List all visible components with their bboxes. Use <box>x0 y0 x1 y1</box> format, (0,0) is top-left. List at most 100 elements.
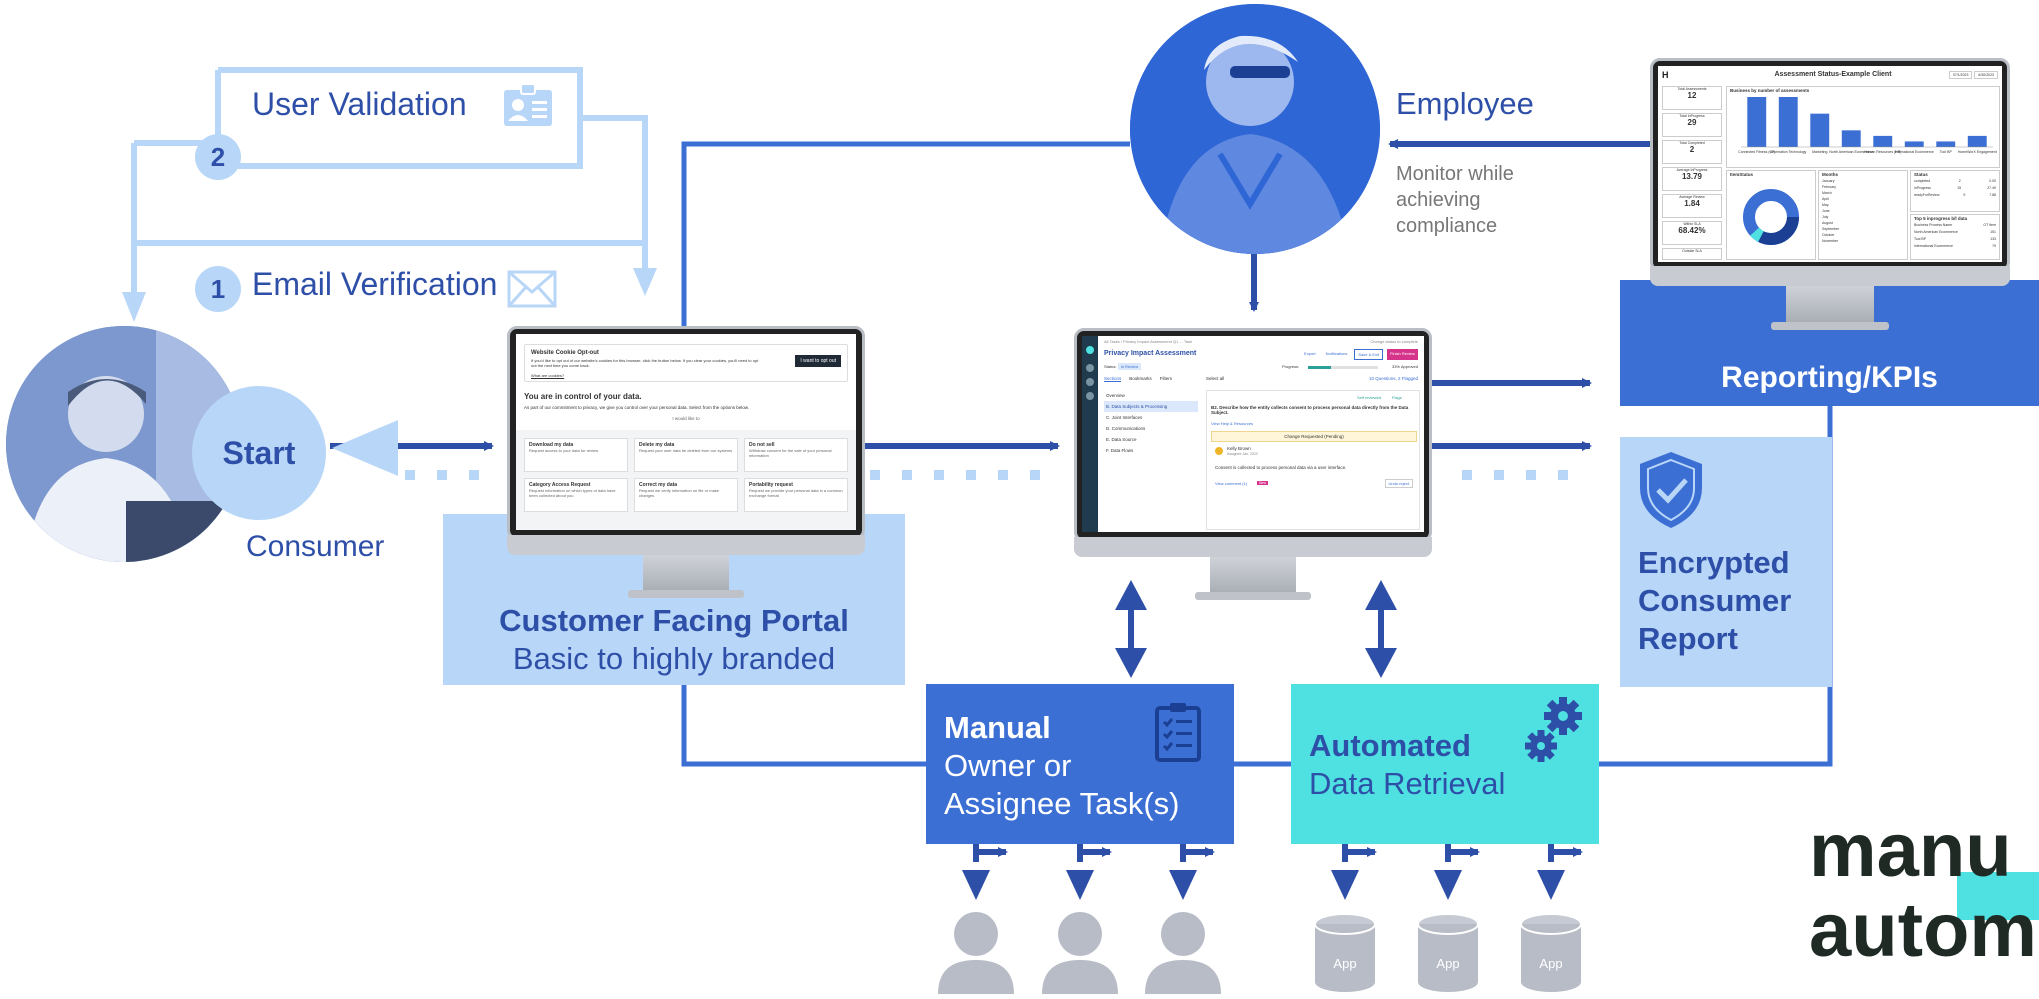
view-comment-link[interactable]: View comment (1) <box>1215 481 1248 486</box>
section-item[interactable]: B. Data Subjects & Processing <box>1104 401 1198 412</box>
select-all-checkbox[interactable]: Select all <box>1206 376 1225 381</box>
rail-icon[interactable] <box>1086 364 1094 372</box>
cookie-banner-text: If you'd like to opt out of our website'… <box>531 358 759 368</box>
cookie-banner-link[interactable]: What are cookies? <box>531 373 565 378</box>
option-card[interactable]: Delete my data Request your user data be… <box>634 438 738 472</box>
tab-filters[interactable]: Filters <box>1159 376 1173 381</box>
app-label: App <box>1333 956 1357 971</box>
option-text: Request we verify information on file or… <box>639 488 720 498</box>
option-card[interactable]: Do not sell Withdraw consent for the sal… <box>744 438 848 472</box>
database-icon: App <box>1314 912 1376 994</box>
option-text: Request access to your data for review <box>529 448 599 453</box>
answer-text: Consent is collected to process personal… <box>1215 465 1347 470</box>
option-title: Delete my data <box>639 442 675 448</box>
section-item[interactable]: F. Data Flows <box>1106 448 1134 453</box>
kpi-column: Total Assessments 12 Total InProgress 29… <box>1662 86 1722 260</box>
question-text: B2. Describe how the entity collects con… <box>1211 405 1409 415</box>
months-table-title: Months <box>1822 172 1838 177</box>
question-card: Self reviewed Flags B2. Describe how the… <box>1206 390 1420 530</box>
date-filter[interactable]: 6/30/2023 <box>1974 71 1998 79</box>
option-card[interactable]: Download my data Request access to your … <box>524 438 628 472</box>
section-item[interactable]: Overview <box>1106 393 1125 398</box>
top5-title: Top 5 inprogress b/l data <box>1914 216 1968 221</box>
notifications-button[interactable]: Notifications <box>1325 351 1348 356</box>
help-link[interactable]: View Help & Resources <box>1211 421 1253 426</box>
opt-out-button[interactable]: I want to opt out <box>795 355 841 367</box>
top5-table: Top 5 inprogress b/l data Business Proce… <box>1910 214 2000 260</box>
bar-category-label: International Ecommerce <box>1895 150 1934 154</box>
month-row: January <box>1822 179 1835 183</box>
option-card[interactable]: Category Access Request Request informat… <box>524 478 628 512</box>
bar-category-label: Marketing <box>1812 150 1827 154</box>
envelope-icon <box>507 270 557 308</box>
kpi-label: Total InProgress <box>1679 114 1705 118</box>
start-node: Start <box>192 386 326 520</box>
person-icon <box>1040 910 1120 994</box>
kpi-label: Total Assessments <box>1677 87 1707 91</box>
bar <box>1904 141 1924 147</box>
portal-select-hint[interactable]: I would like to <box>672 416 700 421</box>
month-row: September <box>1822 227 1840 231</box>
rail-icon[interactable] <box>1086 378 1094 386</box>
flags-tag[interactable]: Flags <box>1392 395 1402 400</box>
employee-avatar <box>1130 4 1380 254</box>
kpi-label: Within SLA <box>1683 222 1701 226</box>
section-item[interactable]: C. Joint Interfaces <box>1106 415 1143 420</box>
tab-bookmarks[interactable]: Bookmarks <box>1129 376 1152 381</box>
manual-fanout-arrows <box>973 842 1215 862</box>
assessment-left-rail <box>1082 336 1098 532</box>
donut-panel: ItemStatus <box>1726 170 1816 260</box>
status-table-title: Status <box>1914 172 1928 177</box>
section-item[interactable]: D. Communications <box>1106 426 1146 431</box>
database-icon: App <box>1520 912 1582 994</box>
person-icon <box>936 910 1016 994</box>
new-comment-badge: New <box>1257 481 1269 485</box>
kpi-value: 29 <box>1687 118 1697 127</box>
progress-value: 33% Approved <box>1391 364 1418 369</box>
section-item[interactable]: E. Data Source <box>1106 437 1137 442</box>
arrow-down-to-email <box>633 268 657 296</box>
employee-note-line: Monitor while <box>1396 163 1514 185</box>
automated-line: Data Retrieval <box>1309 766 1506 801</box>
gears-icon <box>1521 694 1587 774</box>
return-dotted-line <box>405 470 1568 480</box>
bar <box>1967 135 1987 147</box>
portal-to-employee-line <box>681 141 1130 326</box>
date-filter[interactable]: 07/1/2023 <box>1948 71 1973 79</box>
progress-bar <box>1308 366 1378 369</box>
automated-fanout-arrows <box>1342 842 1583 862</box>
commenter-name: Kelly Brown <box>1227 446 1251 451</box>
status-avg: 0.00 <box>1989 179 1996 183</box>
option-card[interactable]: Portability request Request we provide y… <box>744 478 848 512</box>
save-exit-button[interactable]: Save & Exit <box>1354 349 1384 360</box>
status-name: readyForReview <box>1914 193 1940 197</box>
option-title: Category Access Request <box>529 482 591 488</box>
progress-bar-fill <box>1308 366 1332 369</box>
assessment-header-right[interactable]: Change status to complete <box>1370 339 1418 344</box>
portal-screen: Website Cookie Opt-out If you'd like to … <box>516 334 856 530</box>
rail-icon[interactable] <box>1086 392 1094 400</box>
portal-heading: You are in control of your data. <box>524 392 642 401</box>
month-row: April <box>1822 197 1830 201</box>
top5-val: OT Item <box>1983 223 1996 227</box>
option-card[interactable]: Correct my data Request we verify inform… <box>634 478 738 512</box>
month-row: February <box>1822 185 1837 189</box>
manual-line: Owner or <box>944 748 1072 783</box>
manual-title: Manual <box>944 710 1051 745</box>
donut-chart <box>1743 189 1799 245</box>
top5-val: 151 <box>1990 230 1996 234</box>
finish-review-button[interactable]: Finish Review <box>1387 349 1418 360</box>
export-button[interactable]: Export <box>1304 351 1316 356</box>
option-text: Withdraw consent for the sale of your pe… <box>749 448 832 458</box>
tab-sections[interactable]: Sections <box>1104 376 1122 382</box>
questions-summary[interactable]: 10 Questions, 2 Flagged <box>1368 376 1418 381</box>
rail-icon[interactable] <box>1086 346 1094 354</box>
assessment-breadcrumb[interactable]: All Tasks / Privacy Impact Assessment Q1… <box>1104 339 1193 344</box>
undo-reject-button[interactable]: Undo reject <box>1384 479 1413 488</box>
bar <box>1936 141 1956 147</box>
automated-box: Automated Data Retrieval <box>1291 684 1599 844</box>
bar-category-label: HomeWorX Engagement <box>1958 150 1997 154</box>
